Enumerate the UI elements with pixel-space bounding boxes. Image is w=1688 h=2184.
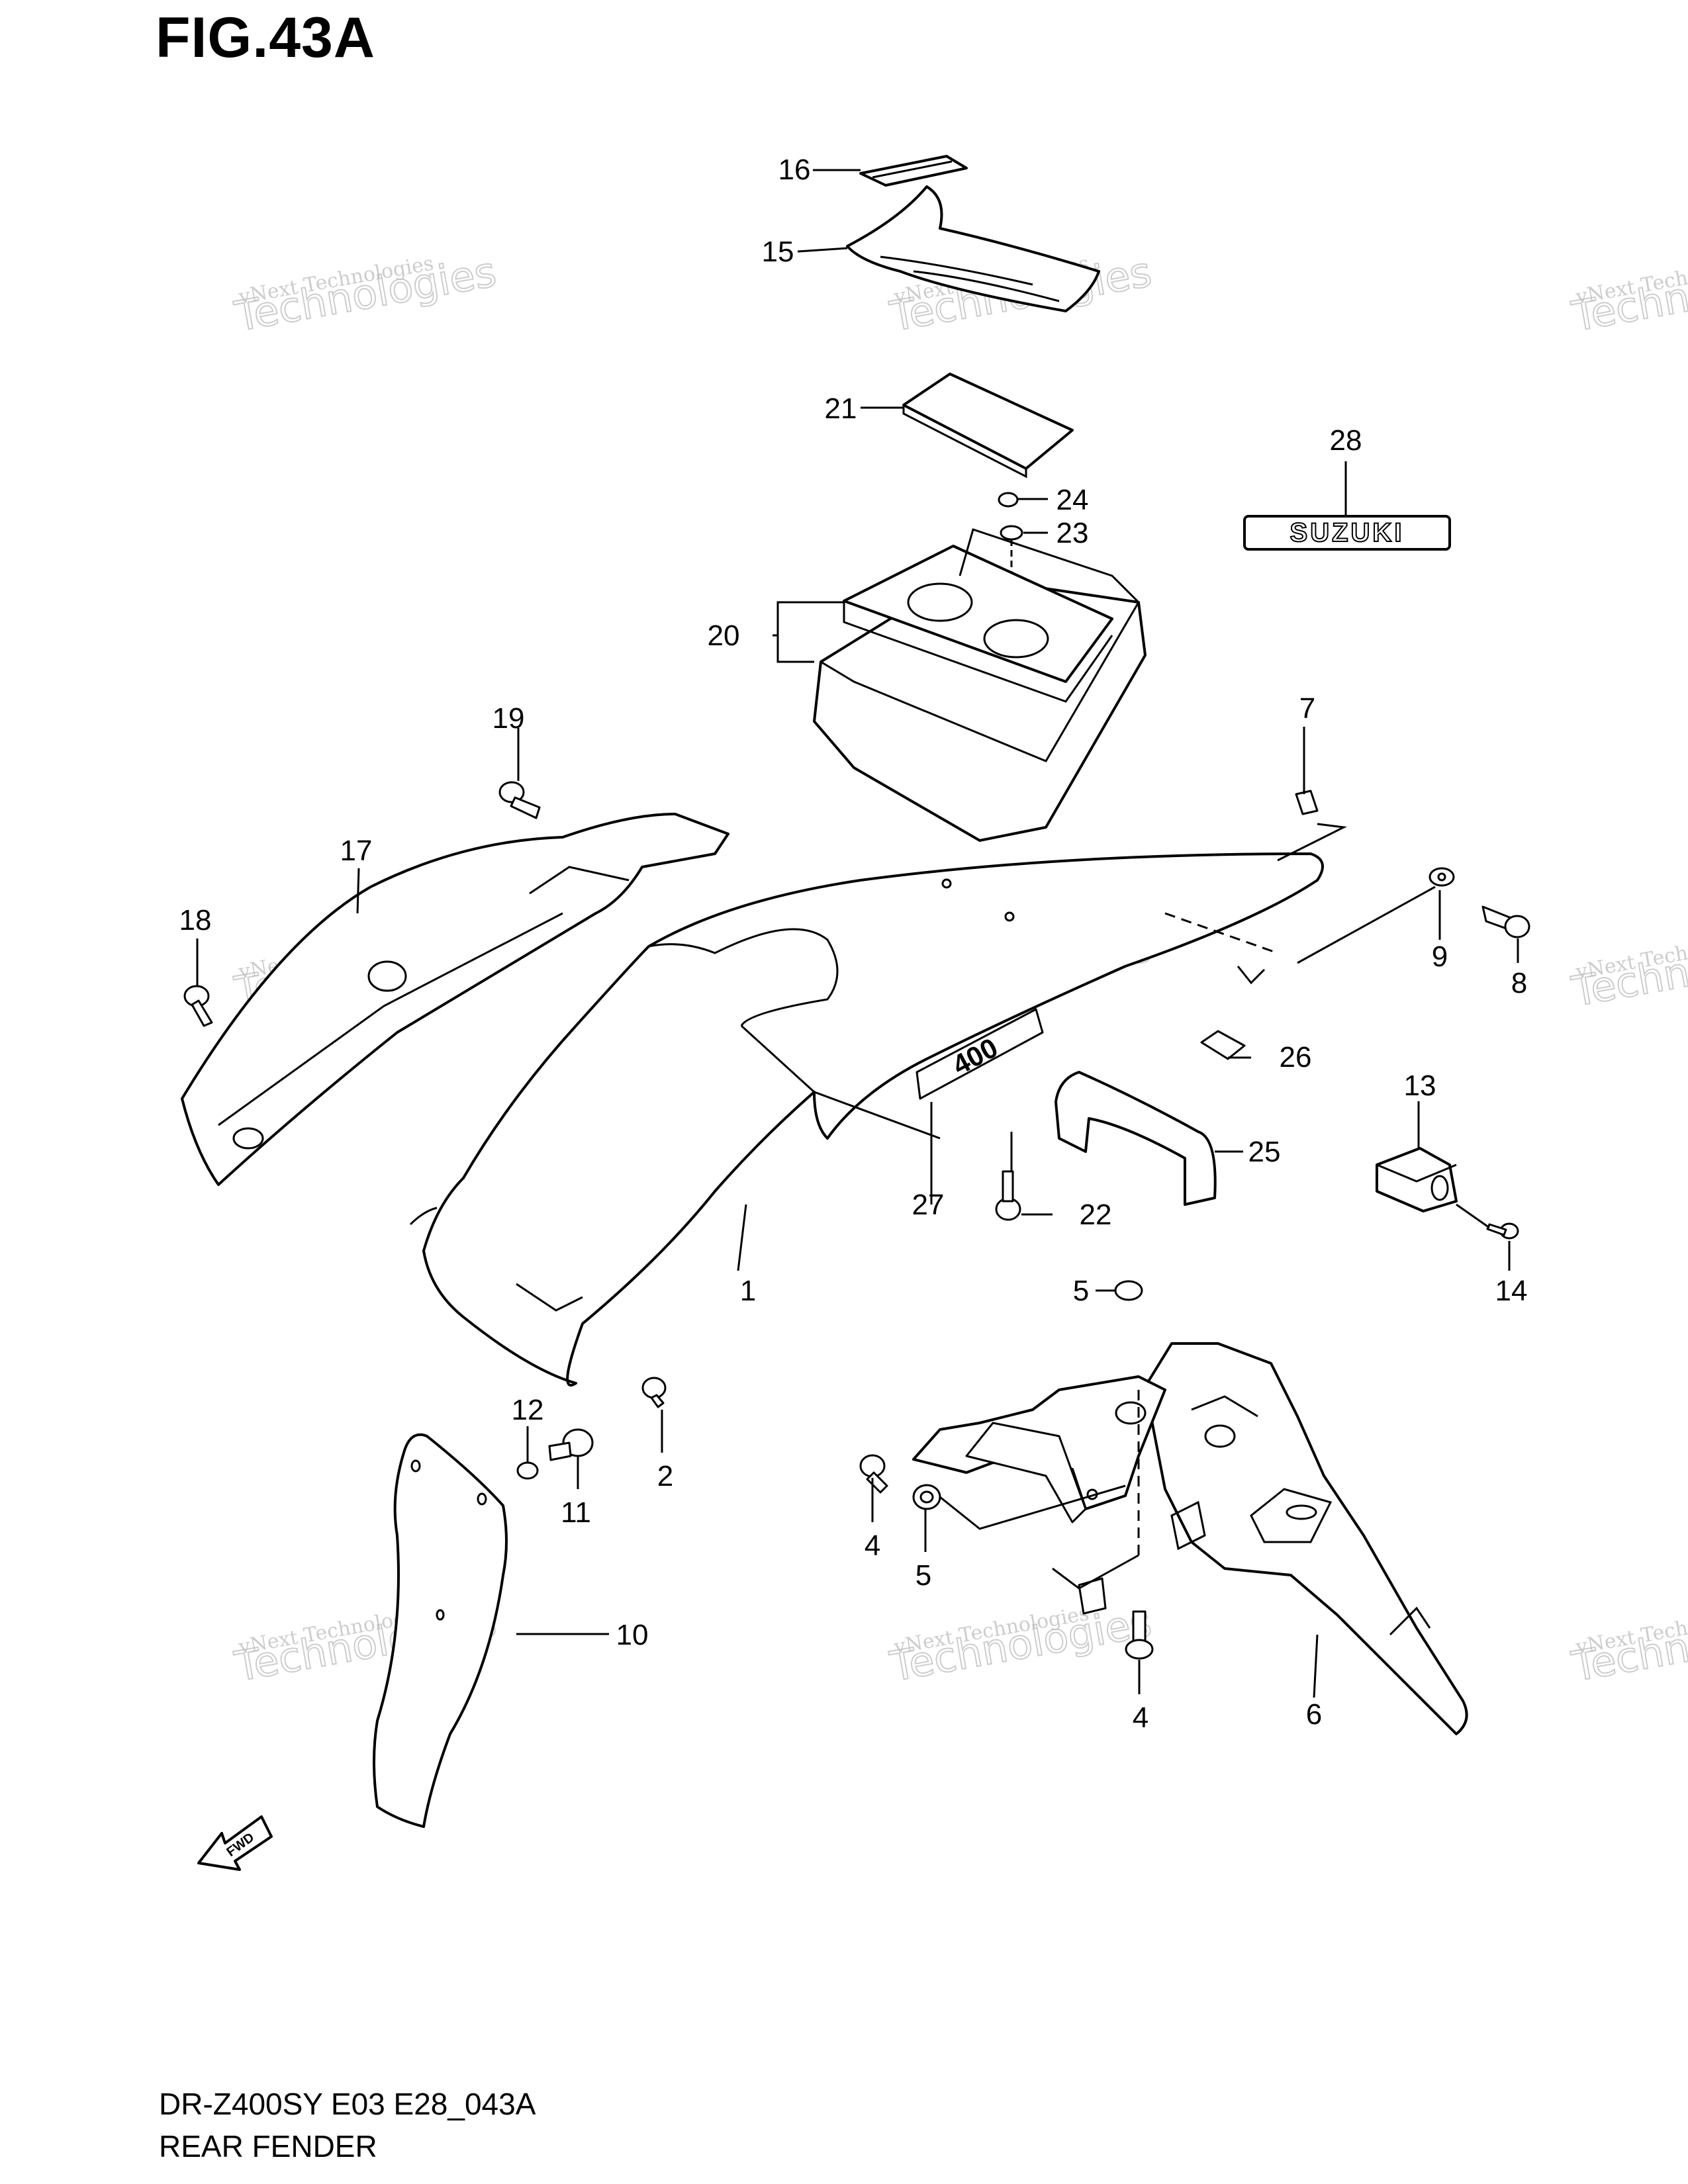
- callout-2: 2: [657, 1460, 673, 1492]
- callout-20: 20: [708, 619, 740, 652]
- part-13-connector: [1376, 1147, 1458, 1212]
- model-code: DR-Z400SY E03 E28_043A: [159, 2087, 536, 2121]
- callout-28: 28: [1330, 424, 1362, 457]
- part-26-pad: [1200, 1030, 1246, 1060]
- callout-1: 1: [740, 1275, 756, 1307]
- callout-13: 13: [1404, 1069, 1436, 1102]
- callout-8: 8: [1511, 967, 1527, 999]
- part-5-grommet-lower: [912, 1484, 941, 1510]
- callout-24: 24: [1056, 484, 1089, 516]
- part-2-nut: [641, 1377, 667, 1408]
- part-24-nut: [998, 492, 1019, 508]
- watermark-top-right: Technologies vNext Technologies: [1568, 247, 1688, 341]
- callout-19: 19: [492, 702, 525, 735]
- part-7-clip: [1295, 790, 1319, 815]
- callout-18: 18: [179, 904, 212, 936]
- emblem-text: SUZUKI: [1290, 518, 1405, 547]
- part-16-strap: [859, 155, 968, 187]
- watermark-top-left: Technologies vNext Technologies: [230, 247, 500, 341]
- part-18-bolt: [183, 985, 213, 1027]
- part-11-bolt: [548, 1428, 594, 1461]
- callout-12: 12: [512, 1394, 544, 1426]
- part-20-tray: [813, 528, 1147, 842]
- part-8-bolt: [1481, 905, 1530, 938]
- part-14-screw: [1486, 1222, 1519, 1240]
- part-17-side-panel: [181, 813, 729, 1186]
- callout-27: 27: [912, 1189, 945, 1221]
- watermark-mid-right: Technologies vNext Technologies: [1568, 922, 1688, 1017]
- callout-16: 16: [778, 154, 811, 186]
- callout-15: 15: [762, 236, 794, 268]
- part-6-tail-bracket: [912, 1342, 1468, 1735]
- callout-numbers: 16 15 21 24 23 20 28 7 9 8 19 18 17 1 27…: [179, 154, 1528, 1734]
- part-25-handle: [1055, 1071, 1217, 1206]
- callout-14: 14: [1495, 1275, 1528, 1307]
- callout-6: 6: [1306, 1698, 1322, 1731]
- part-12-washer: [516, 1461, 539, 1480]
- callout-7: 7: [1299, 692, 1315, 725]
- callout-25: 25: [1248, 1136, 1281, 1168]
- part-3-clip: [1078, 1577, 1107, 1615]
- leader-lines: [196, 169, 1519, 1698]
- watermark-low-mid: Technologies vNext Technologies: [886, 1597, 1156, 1692]
- part-9-washer: [1429, 867, 1455, 887]
- callout-17: 17: [340, 835, 373, 867]
- part-1-rear-fender: [409, 852, 1324, 1387]
- callout-11: 11: [561, 1496, 591, 1529]
- callout-4: 4: [865, 1529, 880, 1562]
- callout-23: 23: [1056, 517, 1089, 549]
- callout-5: 5: [1073, 1275, 1089, 1307]
- callout-9: 9: [1432, 940, 1448, 973]
- section-name: REAR FENDER: [159, 2129, 377, 2163]
- callout-21: 21: [825, 392, 857, 425]
- callout-10: 10: [616, 1619, 649, 1651]
- part-22-bolt: [995, 1170, 1021, 1221]
- part-4-bolt-left: [859, 1454, 888, 1494]
- part-21-plate: [902, 373, 1074, 478]
- part-5-grommet-upper: [1114, 1280, 1143, 1301]
- part-28-suzuki-emblem: SUZUKI: [1243, 515, 1451, 551]
- watermark-low-right: Technologies vNext Technologies: [1568, 1597, 1688, 1692]
- callout-26: 26: [1280, 1041, 1312, 1073]
- part-19-bolt: [498, 781, 541, 819]
- part-10-mud-flap: [373, 1433, 508, 1828]
- part-4-bolt-bottom: [1125, 1610, 1154, 1660]
- callout-22: 22: [1080, 1199, 1112, 1231]
- callout-5: 5: [915, 1559, 931, 1592]
- figure-title: FIG.43A: [156, 6, 375, 69]
- part-15-cover: [846, 185, 1100, 312]
- fwd-arrow-icon: FWD: [197, 1815, 273, 1871]
- part-27-decal: 400: [915, 1008, 1044, 1100]
- callout-4: 4: [1133, 1702, 1149, 1734]
